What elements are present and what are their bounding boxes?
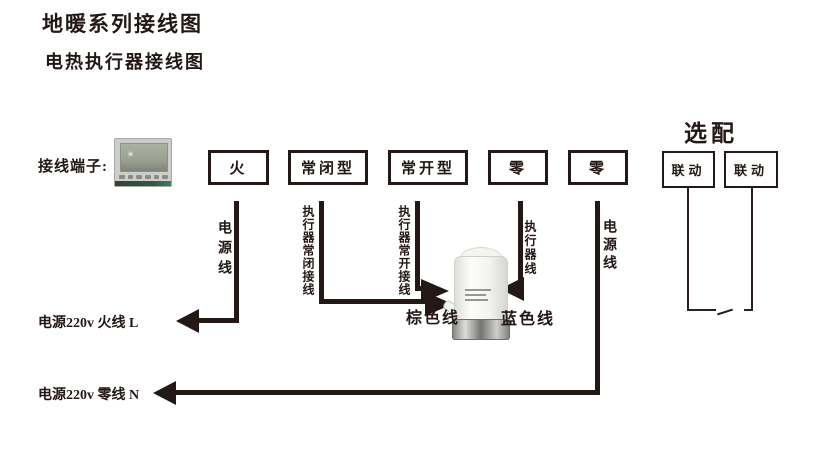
linkage-box-2: 联动 [724,151,778,188]
actuator-base-ring [452,319,510,340]
thermostat-screen [120,143,168,172]
linkage-wire-left [687,188,689,310]
linkage-wire-right [751,188,753,310]
page-subtitle: 电热执行器接线图 [45,52,205,73]
terminal-box-no-label: 常开型 [400,161,455,177]
thermal-actuator-photo [441,247,510,342]
terminal-box-no: 常开型 [388,150,468,185]
nc-line-label: 执行器常闭接线 [301,205,315,296]
thermostat-photo [114,138,172,187]
thermostat-buttons [119,174,169,180]
power-live-label: 电源220v 火线 L [38,316,139,331]
actuator-wire-vertical [518,201,523,281]
linkage-wire-bottom-left [687,309,716,311]
neutral-power-line-label: 电源线 [601,219,616,273]
nc-wire-horizontal [319,299,429,304]
live-wire-arrow-icon [176,309,199,333]
live-power-line-label: 电源线 [216,220,231,280]
terminal-box-live: 火 [208,150,269,185]
terminal-box-nc: 常闭型 [288,150,368,185]
page-title: 地暖系列接线图 [42,12,203,36]
neutral-wire-horizontal [174,390,600,395]
terminal-box-zero-1-label: 零 [508,161,527,177]
terminal-box-live-label: 火 [229,161,248,177]
terminal-box-zero-2: 零 [568,150,628,185]
terminal-box-zero-2-label: 零 [588,161,607,177]
thermostat-glint [127,151,134,157]
actuator-body [454,256,508,322]
neutral-wire-arrow-icon [153,381,176,405]
brown-wire-label: 棕色线 [406,310,461,327]
nc-wire-vertical [319,201,324,304]
power-neutral-label: 电源220v 零线 N [38,388,140,403]
optional-heading: 选配 [684,121,738,146]
actuator-rating-label [465,289,491,304]
terminal-box-zero-1: 零 [488,150,548,185]
linkage-wire-bottom-right [744,309,753,311]
linkage-switch-blade [717,308,733,316]
neutral-wire-vertical [595,201,600,395]
no-line-label: 执行器常开接线 [397,205,411,296]
terminal-box-nc-label: 常闭型 [300,161,355,177]
thermostat-base [115,181,171,186]
no-wire-stub [415,286,425,291]
no-wire-vertical [415,201,420,291]
no-wire-arrow-icon [421,279,449,303]
linkage-box-1-label: 联动 [671,163,706,178]
linkage-box-2-label: 联动 [733,163,768,178]
live-wire-vertical [234,201,239,323]
terminal-label: 接线端子: [38,159,108,175]
linkage-box-1: 联动 [662,151,715,188]
live-wire-horizontal [197,318,239,323]
actuator-line-label: 执行器线 [523,220,537,276]
blue-wire-label: 蓝色线 [501,311,556,328]
